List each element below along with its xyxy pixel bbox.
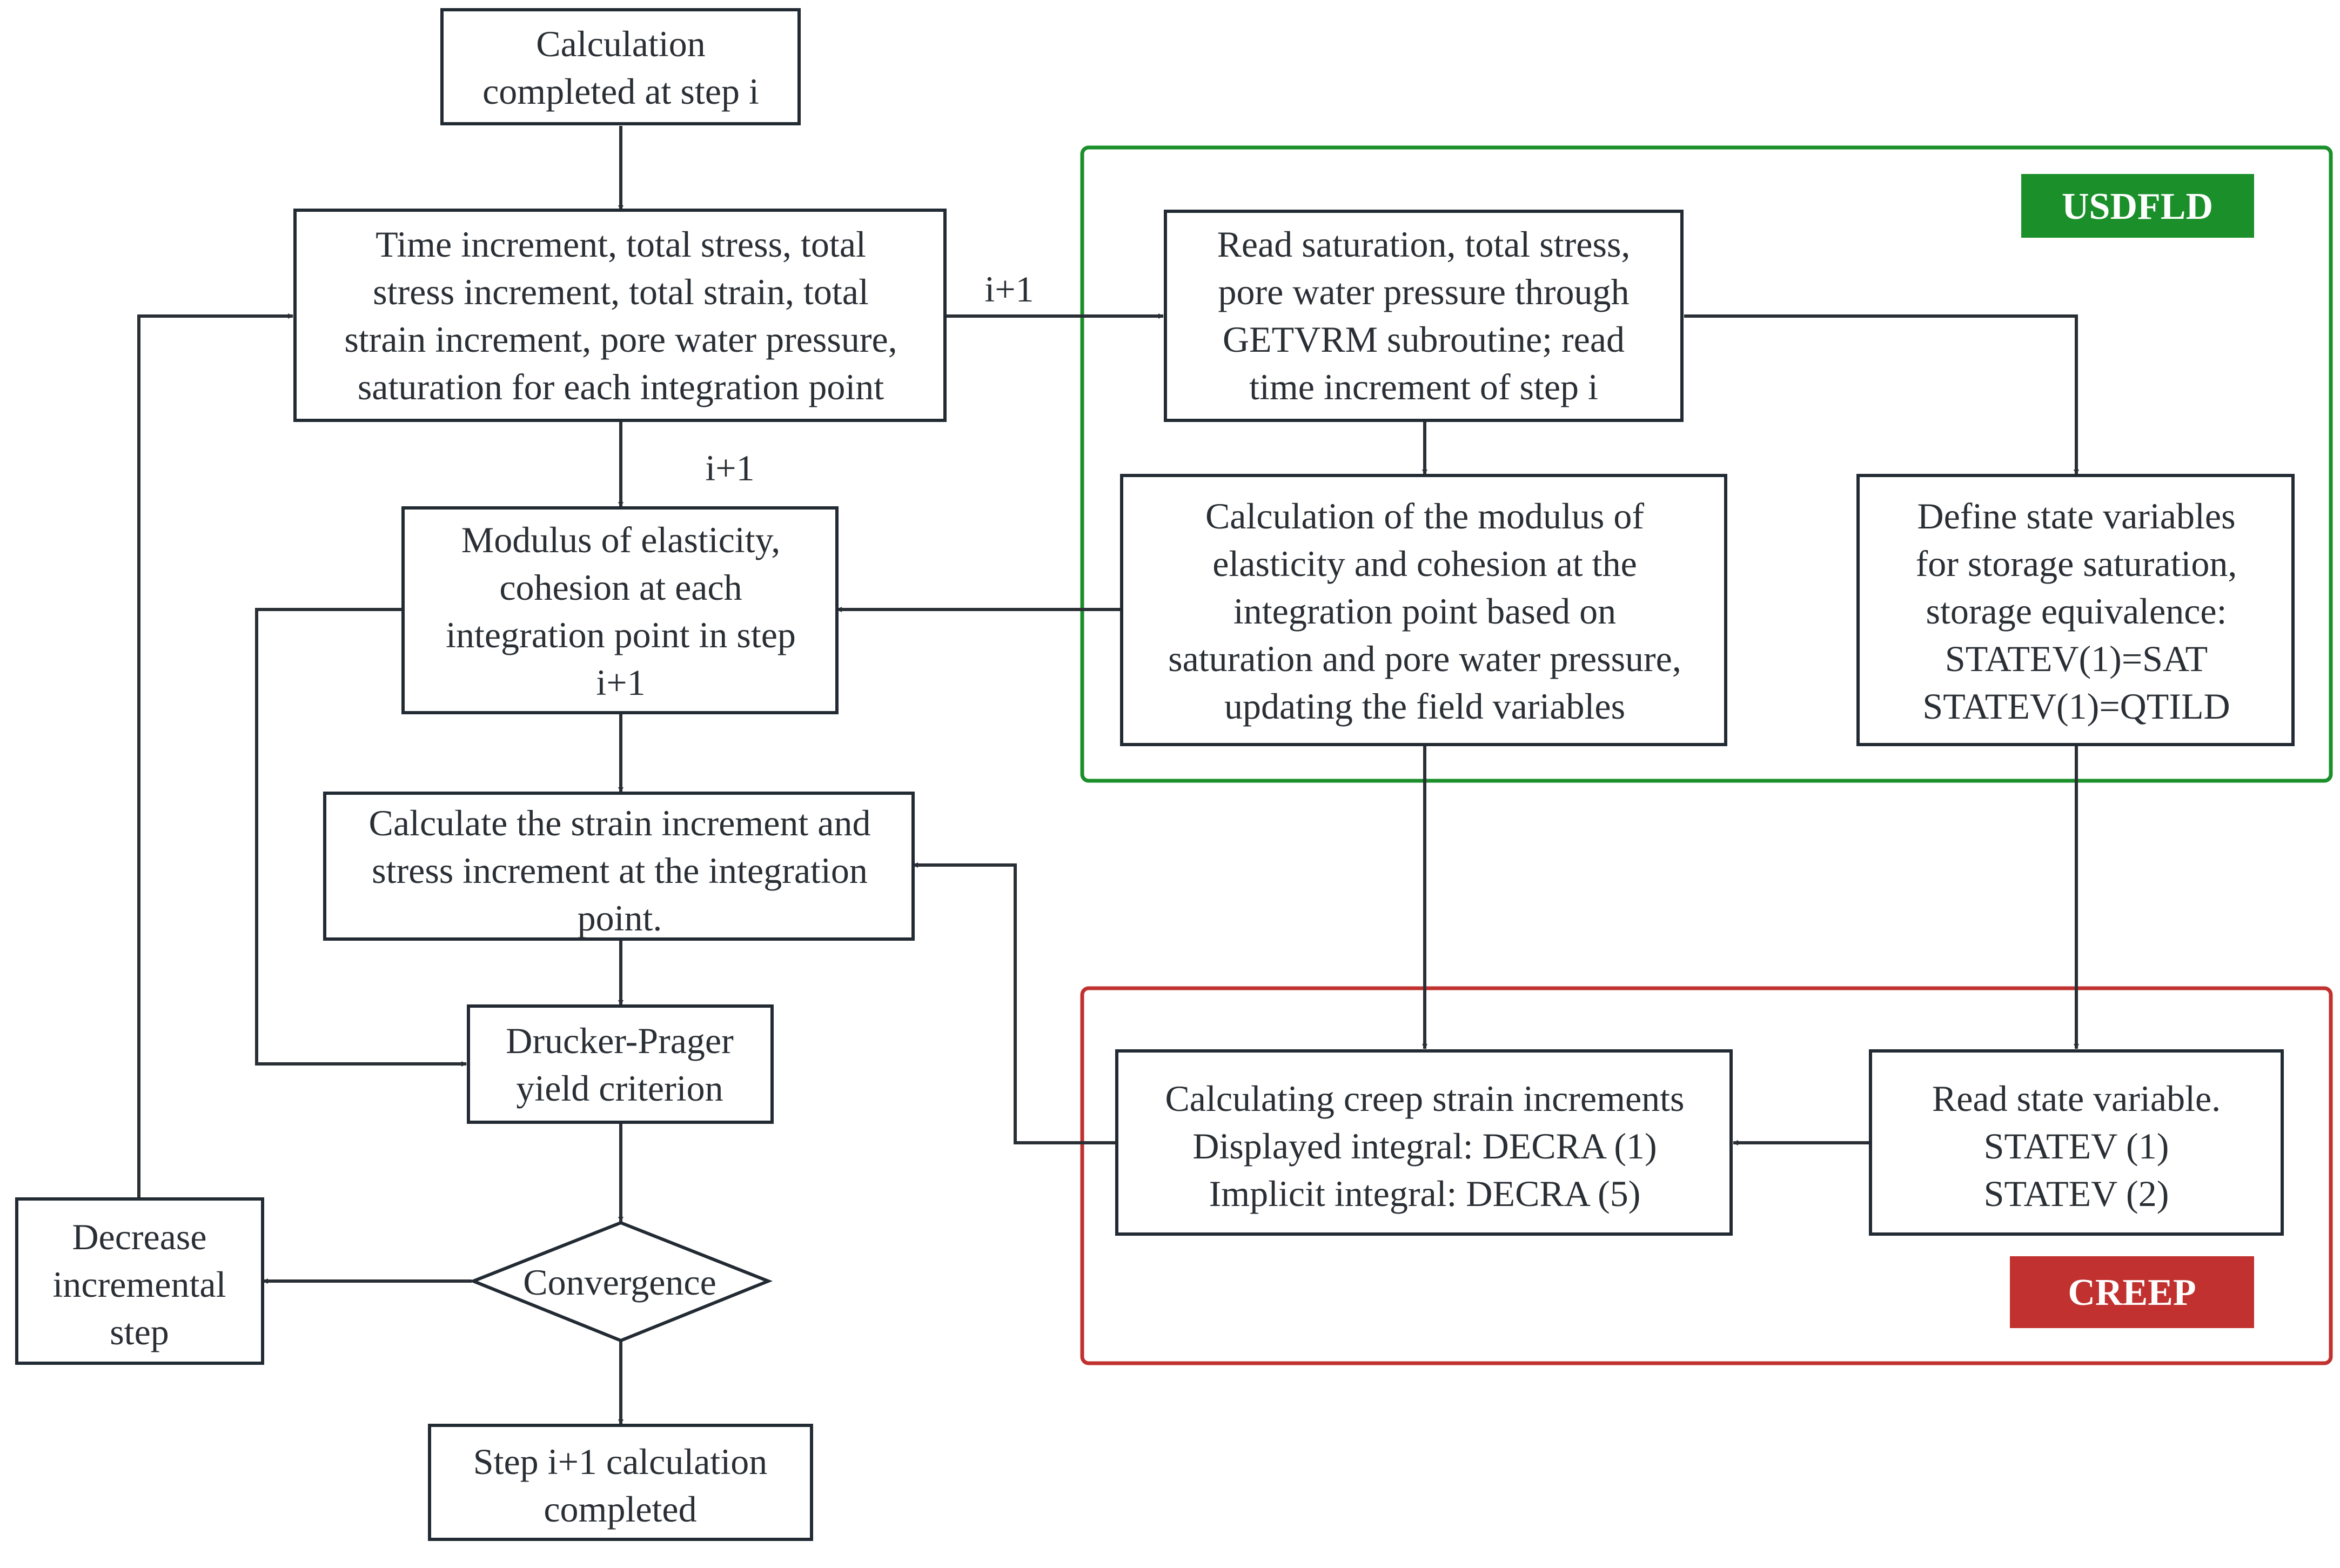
node-read-saturation: Read saturation, total stress, pore water… <box>1164 210 1684 422</box>
node-label-line: incremental <box>53 1264 226 1305</box>
node-label-line: step <box>110 1311 169 1352</box>
creep-group-frame <box>1080 986 2333 1365</box>
usdfld-tag: USDFLD <box>2021 174 2254 238</box>
node-label-line: Calculating creep strain increments <box>1165 1078 1684 1119</box>
node-label-line: STATEV(1)=QTILD <box>1922 686 2230 727</box>
node-label-line: Read saturation, total stress, <box>1217 224 1631 265</box>
node-label-line: integration point in step <box>446 614 796 655</box>
node-label-line: storage equivalence: <box>1926 591 2227 632</box>
node-label-line: stress increment, total strain, total <box>373 271 869 312</box>
node-label-strain-increment: Calculate the strain increment and stress… <box>369 802 871 939</box>
node-label-line: Read state variable. <box>1932 1078 2221 1119</box>
node-label-line: STATEV(1)=SAT <box>1945 638 2208 679</box>
edge-decrease-to-time <box>137 313 293 1199</box>
edges <box>137 126 2079 1425</box>
node-label-line: time increment of step i <box>1249 366 1598 407</box>
edge-label-i-plus-1-right: i+1 <box>984 269 1034 310</box>
node-label-modulus-step: Modulus of elasticity, cohesion at each in… <box>446 519 796 703</box>
node-label-line: Define state variables <box>1917 495 2235 537</box>
node-label-line: Decrease <box>72 1216 206 1257</box>
node-calc-completed-i: Calculation completed at step i <box>440 8 801 125</box>
node-label-line: saturation and pore water pressure, <box>1168 638 1681 679</box>
node-decrease-step: Decrease incremental step <box>15 1197 264 1365</box>
node-label-line: Calculate the strain increment and <box>369 802 871 843</box>
node-label-decrease-step: Decrease incremental step <box>53 1216 226 1352</box>
edge-creep-to-strain <box>913 862 1117 1144</box>
node-label-line: point. <box>578 897 662 939</box>
node-label-line: saturation for each integration point <box>358 366 884 407</box>
node-calc-modulus: Calculation of the modulus of elasticity … <box>1120 474 1727 746</box>
node-label-line: Calculation <box>536 23 705 64</box>
node-label-line: Drucker-Prager <box>506 1020 734 1061</box>
node-modulus-step: Modulus of elasticity, cohesion at each in… <box>401 506 839 714</box>
node-label-define-state: Define state variables for storage satura… <box>1916 495 2237 727</box>
node-read-state: Read state variable. STATEV (1) STATEV (2) <box>1869 1049 2284 1236</box>
usdfld-tag-label: USDFLD <box>2062 186 2213 227</box>
node-label-line: strain increment, pore water pressure, <box>344 319 897 360</box>
node-label-calc-completed-i: Calculation completed at step i <box>482 23 759 112</box>
node-label-step-completed: Step i+1 calculation completed <box>473 1441 767 1530</box>
node-label-line: Displayed integral: DECRA (1) <box>1192 1125 1657 1167</box>
node-strain-increment: Calculate the strain increment and stress… <box>323 792 915 941</box>
node-time-increment: Time increment, total stress, total stres… <box>293 209 947 422</box>
creep-tag-label: CREEP <box>2068 1272 2196 1314</box>
node-label-line: Calculation of the modulus of <box>1205 495 1644 537</box>
node-label-line: for storage saturation, <box>1916 543 2237 584</box>
node-label-line: cohesion at each <box>499 567 742 608</box>
node-label-line: i+1 <box>596 662 645 703</box>
node-label-line: Modulus of elasticity, <box>461 519 781 560</box>
node-label-line: stress increment at the integration <box>372 850 868 891</box>
node-label-line: Implicit integral: DECRA (5) <box>1209 1173 1641 1214</box>
node-label-time-increment: Time increment, total stress, total stres… <box>344 224 897 407</box>
node-label-convergence: Convergence <box>523 1262 716 1303</box>
node-label-line: STATEV (1) <box>1984 1125 2169 1167</box>
node-label-calc-modulus: Calculation of the modulus of elasticity … <box>1168 495 1681 727</box>
edge-read-saturation-to-define-state <box>1684 314 2079 475</box>
node-label-drucker-prager: Drucker-Prager yield criterion <box>506 1020 734 1109</box>
node-label-read-saturation: Read saturation, total stress, pore water… <box>1217 224 1631 407</box>
node-label-line: completed at step i <box>482 71 759 112</box>
node-convergence: Convergence <box>468 1221 773 1343</box>
node-drucker-prager: Drucker-Prager yield criterion <box>467 1004 774 1124</box>
node-step-completed: Step i+1 calculation completed <box>428 1424 813 1541</box>
node-label-read-state: Read state variable. STATEV (1) STATEV (2) <box>1932 1078 2221 1214</box>
node-label-line: pore water pressure through <box>1218 271 1630 312</box>
node-label-line: yield criterion <box>516 1068 723 1109</box>
node-label-line: completed <box>544 1489 696 1530</box>
edge-modulus-to-drucker <box>255 608 467 1067</box>
node-label-line: elasticity and cohesion at the <box>1212 543 1637 584</box>
creep-tag: CREEP <box>2010 1256 2254 1328</box>
node-label-line: STATEV (2) <box>1984 1173 2169 1214</box>
node-label-line: Convergence <box>523 1262 716 1303</box>
node-label-line: Step i+1 calculation <box>473 1441 767 1482</box>
node-label-line: integration point based on <box>1233 591 1616 632</box>
node-label-line: GETVRM subroutine; read <box>1223 319 1625 360</box>
usdfld-group-frame <box>1080 145 2333 783</box>
node-label-line: updating the field variables <box>1224 686 1625 727</box>
node-label-line: Time increment, total stress, total <box>376 224 866 265</box>
edge-label-i-plus-1-down: i+1 <box>705 447 754 488</box>
node-define-state: Define state variables for storage satura… <box>1856 474 2295 746</box>
